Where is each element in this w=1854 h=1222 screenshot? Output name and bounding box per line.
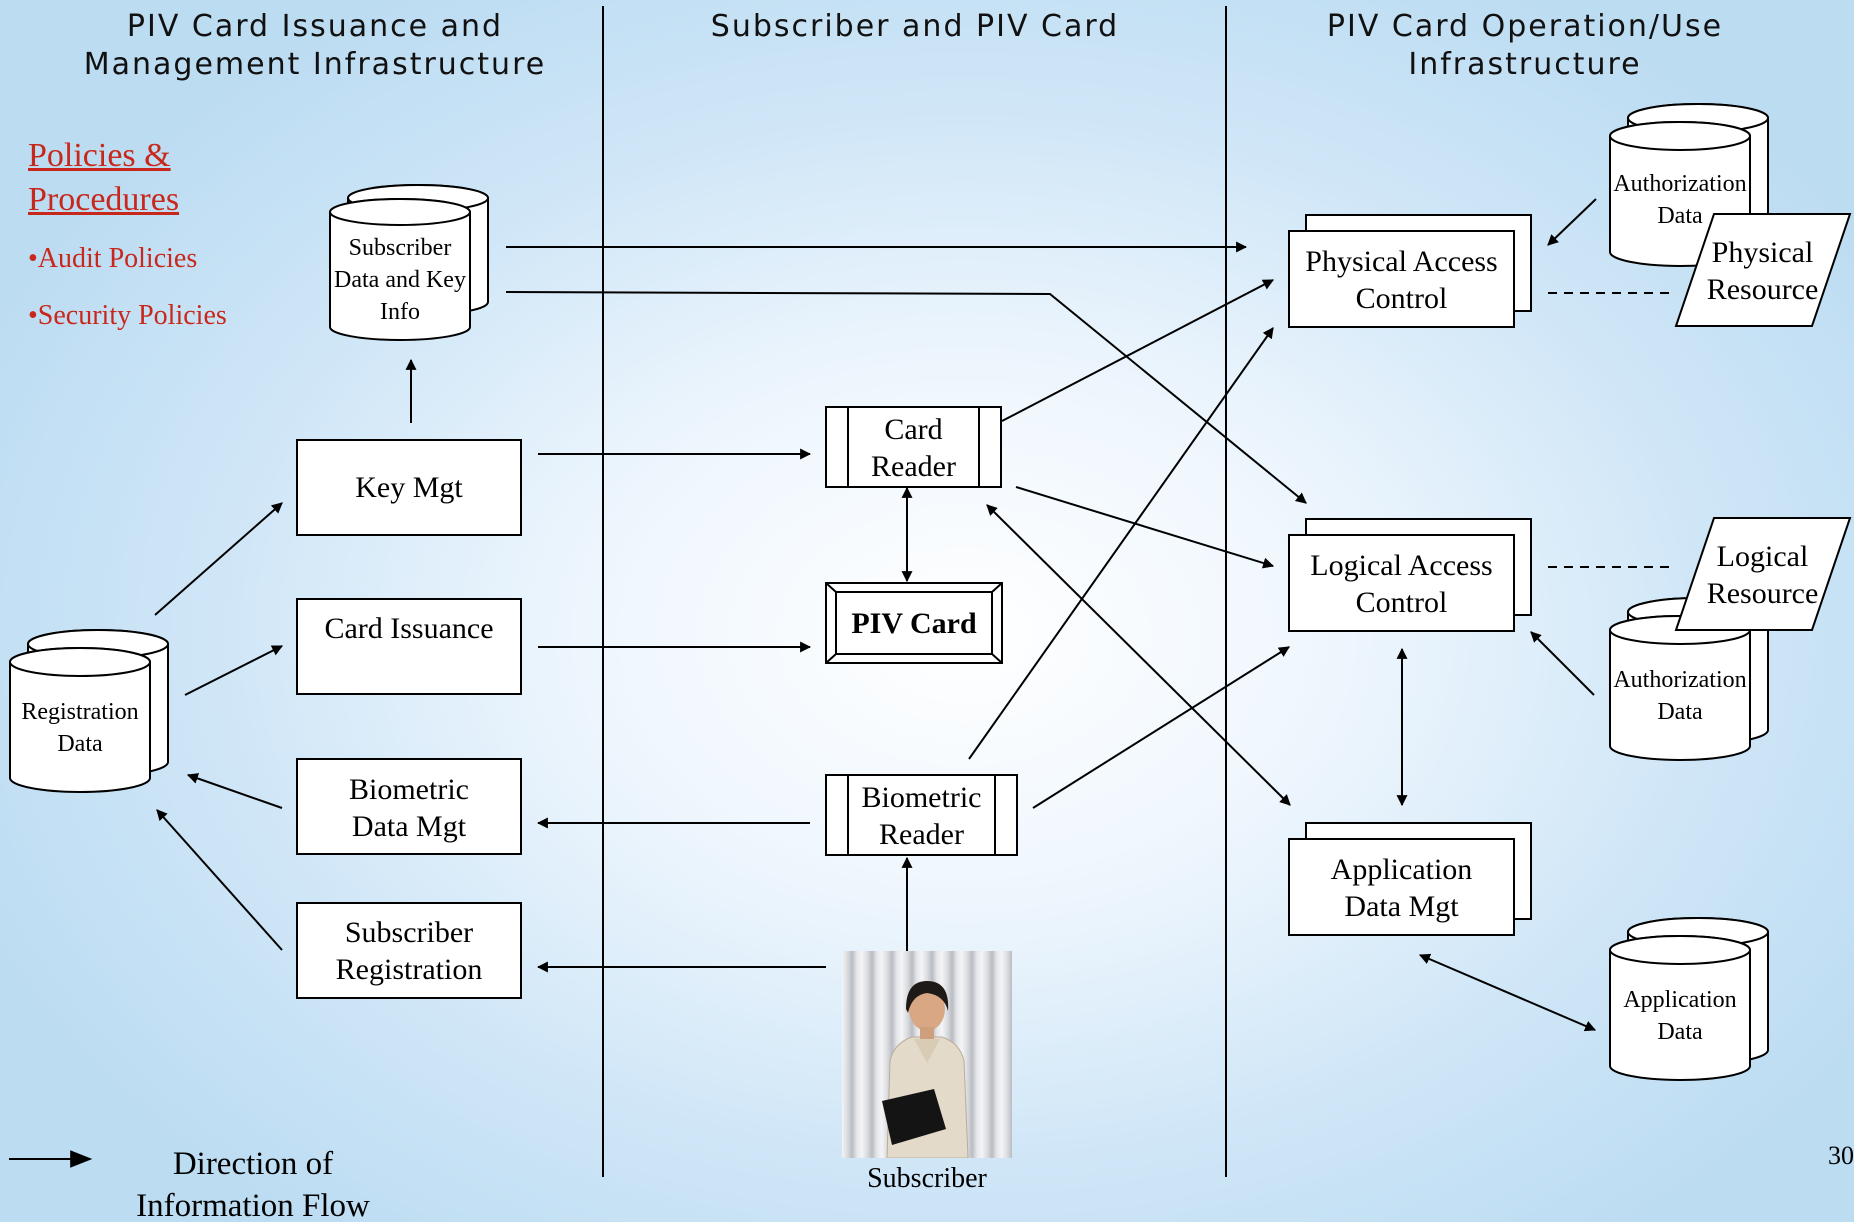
policy-item-audit: •Audit Policies [28,243,198,274]
key-mgt-box [296,439,522,536]
logical-resource-label: Logical Resource [1706,540,1819,610]
arrow-subscriber-registration-to-registration [156,809,283,951]
biometric-data-mgt-label: Biometric Data Mgt [349,773,469,843]
person-icon [882,981,969,1158]
arrow-card-reader-app-data-mgt [986,504,1291,806]
legend-label: Direction of Information Flow [136,1146,370,1222]
subscriber-photo [842,951,1012,1158]
biometric-reader-label: Biometric Reader [861,781,982,851]
physical-access-control-label: Physical Access Control [1305,245,1498,315]
policy-item-security: •Security Policies [28,300,227,331]
card-reader-box [825,406,1002,488]
card-issuance-label: Card Issuance [324,612,494,645]
arrow-card-reader-to-logical [1015,486,1275,569]
subscriber-label: Subscriber [867,1163,987,1194]
arrow-card-reader-to-physical [1001,279,1274,422]
physical-access-control-box [1288,214,1532,328]
arrow-subscriber-data-to-logical [505,291,1307,504]
key-mgt-label: Key Mgt [355,471,463,504]
arrow-app-data-mgt-app-data [1418,953,1597,1032]
biometric-data-mgt-box [296,758,522,855]
subscriber-registration-box [296,902,522,999]
registration-data-label: Registration Data [21,699,139,757]
card-reader-label: Card Reader [871,413,956,483]
application-data-mgt-label: Application Data Mgt [1330,853,1473,923]
physical-resource-shape [1674,213,1852,327]
subscriber-registration-label: Subscriber Registration [335,916,483,986]
application-data-cylinder [1609,917,1769,1081]
physical-resource-label: Physical Resource [1706,236,1819,306]
logical-resource-shape [1674,517,1852,631]
arrow-biometric-reader-to-logical [1032,646,1290,809]
arrow-registration-to-card-issuance [184,645,283,696]
header-subscriber-piv-card: Subscriber and PIV Card [710,9,1120,44]
biometric-reader-box [825,774,1018,856]
authorization-data-label-top: Authorization Data [1613,171,1747,229]
subscriber-data-cylinder [329,184,489,341]
arrow-auth-data-to-logical [1530,631,1595,696]
arrow-biometric-reader-to-physical [968,327,1274,760]
header-issuance-infrastructure: PIV Card Issuance and Management Infrast… [83,9,547,82]
arrow-auth-data-to-physical [1547,198,1597,246]
card-issuance-box [296,598,522,695]
header-operation-infrastructure: PIV Card Operation/Use Infrastructure [1326,9,1724,82]
page-number: 30 [1828,1141,1854,1170]
piv-card-label: PIV Card [851,607,977,640]
subscriber-data-label: Subscriber Data and Key Info [334,235,466,325]
application-data-mgt-box [1288,822,1532,936]
piv-card-box [825,582,1003,664]
policies-title: Policies & Procedures [28,137,180,218]
application-data-label: Application Data [1623,987,1737,1045]
logical-access-control-box [1288,518,1532,632]
arrow-biometric-mgt-to-registration [186,773,283,809]
logical-access-control-label: Logical Access Control [1310,549,1493,619]
authorization-data-label-bottom: Authorization Data [1613,667,1747,725]
arrow-registration-to-keymgt [154,502,283,616]
registration-data-cylinder [9,629,169,793]
